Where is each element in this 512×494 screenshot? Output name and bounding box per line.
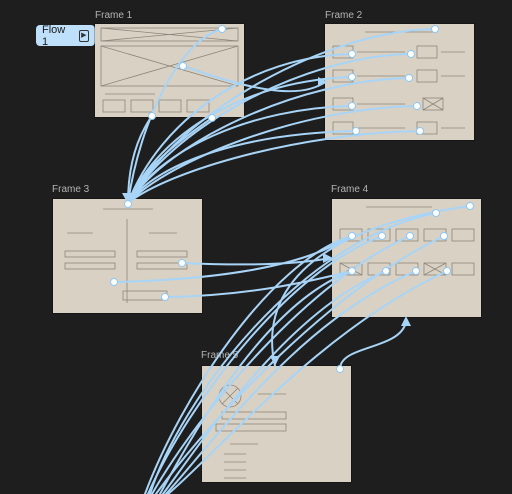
frame-4-sketch xyxy=(339,206,475,276)
frame-1[interactable] xyxy=(95,24,244,117)
frame-3[interactable] xyxy=(53,199,202,313)
hotspot-frame-4-a[interactable] xyxy=(466,202,474,210)
frame-5-sketch xyxy=(215,384,287,479)
hotspot-frame-4-e[interactable] xyxy=(406,232,414,240)
frame-3-label[interactable]: Frame 3 xyxy=(52,184,90,195)
hotspot-frame-1-d[interactable] xyxy=(208,114,216,122)
hotspot-frame-3-b[interactable] xyxy=(178,259,186,267)
hotspot-frame-4-f[interactable] xyxy=(440,232,448,240)
frame-2-label[interactable]: Frame 2 xyxy=(325,10,363,21)
hotspot-frame-4-h[interactable] xyxy=(382,267,390,275)
hotspot-frame-3-a[interactable] xyxy=(124,200,132,208)
hotspot-frame-2-g[interactable] xyxy=(413,102,421,110)
hotspot-frame-5-a[interactable] xyxy=(336,365,344,373)
frame-5-label[interactable]: Frame 5 xyxy=(201,350,239,361)
hotspot-frame-4-b[interactable] xyxy=(432,209,440,217)
frame-1-label[interactable]: Frame 1 xyxy=(95,10,133,21)
hotspot-frame-2-a[interactable] xyxy=(431,25,439,33)
flow-start-badge[interactable]: Flow 1 ▶ xyxy=(36,23,95,48)
flow-name: Flow 1 xyxy=(42,23,66,48)
frame-4-label[interactable]: Frame 4 xyxy=(331,184,369,195)
frame-5[interactable] xyxy=(202,366,351,482)
hotspot-frame-3-c[interactable] xyxy=(110,278,118,286)
hotspot-frame-2-h[interactable] xyxy=(352,127,360,135)
hotspot-frame-2-c[interactable] xyxy=(407,50,415,58)
hotspot-frame-2-b[interactable] xyxy=(348,50,356,58)
hotspot-frame-2-e[interactable] xyxy=(405,74,413,82)
frame-4[interactable] xyxy=(332,199,481,317)
frame-2-sketch xyxy=(332,31,465,135)
frame-2[interactable] xyxy=(325,24,474,140)
frame-3-sketch xyxy=(64,208,188,303)
hotspot-frame-4-d[interactable] xyxy=(378,232,386,240)
hotspot-frame-3-d[interactable] xyxy=(161,293,169,301)
hotspot-frame-2-f[interactable] xyxy=(348,102,356,110)
frame-1-sketch xyxy=(100,27,239,113)
play-icon[interactable]: ▶ xyxy=(78,29,89,42)
hotspot-frame-2-d[interactable] xyxy=(348,73,356,81)
hotspot-frame-4-g[interactable] xyxy=(348,267,356,275)
hotspot-frame-1-c[interactable] xyxy=(148,112,156,120)
hotspot-frame-4-j[interactable] xyxy=(443,267,451,275)
hotspot-frame-4-c[interactable] xyxy=(348,232,356,240)
hotspot-frame-1-a[interactable] xyxy=(218,25,226,33)
hotspot-frame-4-i[interactable] xyxy=(412,267,420,275)
hotspot-frame-1-b[interactable] xyxy=(179,62,187,70)
hotspot-frame-2-i[interactable] xyxy=(416,127,424,135)
